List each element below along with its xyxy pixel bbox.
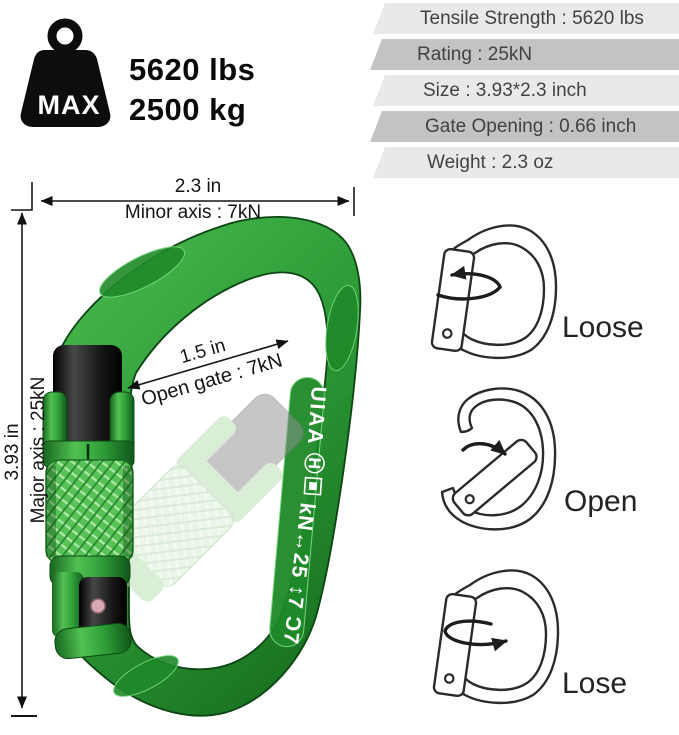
state-label-loose: Loose bbox=[562, 311, 644, 344]
ghost-crown-bridge bbox=[176, 447, 251, 523]
max-weight-icon: MAX bbox=[20, 18, 111, 127]
minor-axis-label: Minor axis : 7kN bbox=[124, 202, 262, 223]
spec-banner-rating: Rating : 25kN bbox=[370, 39, 679, 70]
kettlebell-body bbox=[20, 50, 111, 127]
gate-lower-column bbox=[52, 572, 84, 638]
weight-lbs: 5620 lbs bbox=[129, 52, 256, 87]
frame-inset-right bbox=[325, 284, 359, 372]
spec-banner-label: Gate Opening : 0.66 inch bbox=[425, 116, 637, 137]
locking-gate-assembly bbox=[42, 345, 135, 660]
major-axis-label: Major axis : 25kN bbox=[28, 376, 49, 524]
gate-top-barrel bbox=[53, 345, 122, 449]
max-weight-values: 5620 lbs 2500 kg bbox=[129, 50, 255, 130]
height-dimension-label: 3.93 in bbox=[2, 423, 23, 481]
spec-banner-gate-opening: Gate Opening : 0.66 inch bbox=[370, 111, 679, 142]
screw-lock-arrow bbox=[443, 619, 508, 652]
frame-inset-top bbox=[99, 246, 185, 298]
ghost-open-gate bbox=[97, 393, 304, 602]
max-label: MAX bbox=[38, 90, 101, 120]
dimension-lines bbox=[11, 182, 355, 717]
push-open-arrow bbox=[461, 439, 507, 456]
loose-carabiner-icon bbox=[430, 224, 558, 360]
spec-banner-label: Tensile Strength : 5620 lbs bbox=[420, 8, 644, 29]
knurled-lock-sleeve bbox=[45, 459, 134, 564]
width-dimension-label: 2.3 in bbox=[174, 176, 222, 197]
sleeve-shade-left bbox=[46, 466, 56, 557]
spec-banner-label: Weight : 2.3 oz bbox=[427, 152, 554, 173]
state-label-lose: Lose bbox=[562, 667, 628, 700]
kettlebell-ring bbox=[47, 18, 83, 54]
spec-banner-label: Size : 3.93*2.3 inch bbox=[423, 80, 587, 101]
spec-banner-tensile: Tensile Strength : 5620 lbs bbox=[373, 3, 679, 34]
weight-kg: 2500 kg bbox=[129, 92, 247, 127]
corner-bracket bbox=[11, 182, 33, 211]
sleeve-shade-right bbox=[123, 466, 133, 557]
gate-dimension-arrow bbox=[127, 339, 289, 390]
spec-banner-weight: Weight : 2.3 oz bbox=[373, 147, 679, 178]
spec-banner-label: Rating : 25kN bbox=[417, 44, 533, 65]
spec-banner-size: Size : 3.93*2.3 inch bbox=[373, 75, 679, 106]
state-label-open: Open bbox=[564, 485, 638, 518]
lose-carabiner-icon bbox=[432, 569, 560, 705]
gate-rivet-pin bbox=[90, 598, 106, 614]
unscrew-arrow bbox=[450, 265, 502, 289]
open-carabiner-icon bbox=[440, 387, 557, 531]
frame-inset-bottom bbox=[113, 655, 179, 697]
gate-bottom-cap bbox=[54, 622, 132, 660]
unscrew-arrow-tail bbox=[436, 285, 502, 301]
spine-marking-panel bbox=[269, 376, 325, 648]
